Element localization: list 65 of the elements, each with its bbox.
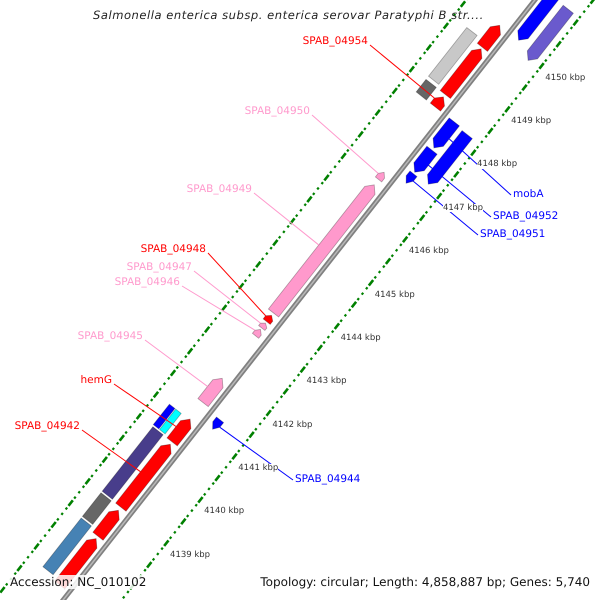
gene-feature — [430, 96, 445, 112]
genome-summary: Topology: circular; Length: 4,858,887 bp; Genes: 5,740 — [258, 575, 592, 589]
tick-label: 4142 kbp — [272, 420, 312, 430]
gene-feature — [262, 314, 274, 325]
accession-text: Accession: NC_010102 — [8, 575, 148, 589]
gene-feature — [413, 146, 438, 173]
gene-feature — [432, 117, 460, 148]
tick-label: 4141 kbp — [238, 464, 278, 473]
leader-line — [114, 384, 176, 427]
title: Salmonella enterica subsp. enterica serovar Paratyphi B str.... — [93, 10, 484, 22]
gene-label: SPAB_04950 — [244, 106, 310, 116]
gene-label: SPAB_04954 — [302, 36, 368, 46]
gene-feature — [252, 329, 262, 339]
tick-label: 4140 kbp — [204, 507, 244, 516]
gene-feature — [416, 78, 437, 101]
tick-label: 4149 kbp — [511, 116, 552, 126]
leader-line — [370, 44, 435, 98]
gene-feature — [42, 517, 92, 576]
leader-line — [312, 114, 379, 174]
gene-label: SPAB_04947 — [126, 262, 192, 272]
gene-feature — [166, 418, 192, 446]
gene-feature — [115, 444, 172, 512]
leader-line — [82, 430, 141, 472]
tick-label: 4143 kbp — [306, 377, 347, 386]
tick-label: 4146 kbp — [408, 247, 449, 256]
gene-feature — [258, 322, 268, 331]
gene-feature — [428, 26, 478, 85]
gene-feature — [440, 48, 482, 100]
gene-feature — [406, 170, 418, 184]
gene-feature — [102, 426, 164, 500]
gene-label: mobA — [513, 189, 544, 200]
tick-label: 4144 kbp — [340, 334, 381, 342]
leader-line — [144, 340, 208, 387]
gene-feature — [374, 172, 385, 182]
gene-label: SPAB_04951 — [480, 229, 546, 240]
leader-line — [254, 192, 320, 246]
gene-label: SPAB_04952 — [493, 211, 558, 222]
leader-line — [412, 180, 478, 236]
gene-label: SPAB_04948 — [140, 244, 206, 254]
leader-line — [428, 164, 492, 218]
leader-line — [448, 138, 512, 196]
leader-line — [194, 270, 261, 324]
gene-label: SPAB_04944 — [295, 474, 360, 484]
tick-label: 4148 kbp — [477, 160, 518, 169]
gene-feature — [159, 408, 182, 434]
tick-label: 4145 kbp — [374, 290, 415, 300]
gene-label: SPAB_04942 — [14, 421, 80, 432]
gene-label: SPAB_04945 — [78, 331, 143, 342]
gene-feature — [92, 510, 120, 541]
gene-feature — [526, 4, 574, 61]
gene-label: hemG — [80, 375, 112, 386]
gene-feature — [212, 416, 224, 430]
gene-feature — [517, 0, 562, 41]
gene-feature — [197, 378, 224, 408]
leader-line — [219, 426, 294, 480]
gene-label: SPAB_04949 — [186, 184, 252, 194]
tick-label: 4147 kbp — [442, 204, 483, 212]
tick-label: 4139 kbp — [170, 550, 210, 560]
leader-line — [208, 252, 266, 316]
gene-feature — [152, 404, 176, 430]
gene-feature — [82, 492, 112, 525]
gene-feature — [268, 184, 376, 318]
leader-line — [182, 286, 256, 331]
gene-label: SPAB_04946 — [114, 277, 180, 288]
tick-label: 4150 kbp — [545, 74, 586, 82]
